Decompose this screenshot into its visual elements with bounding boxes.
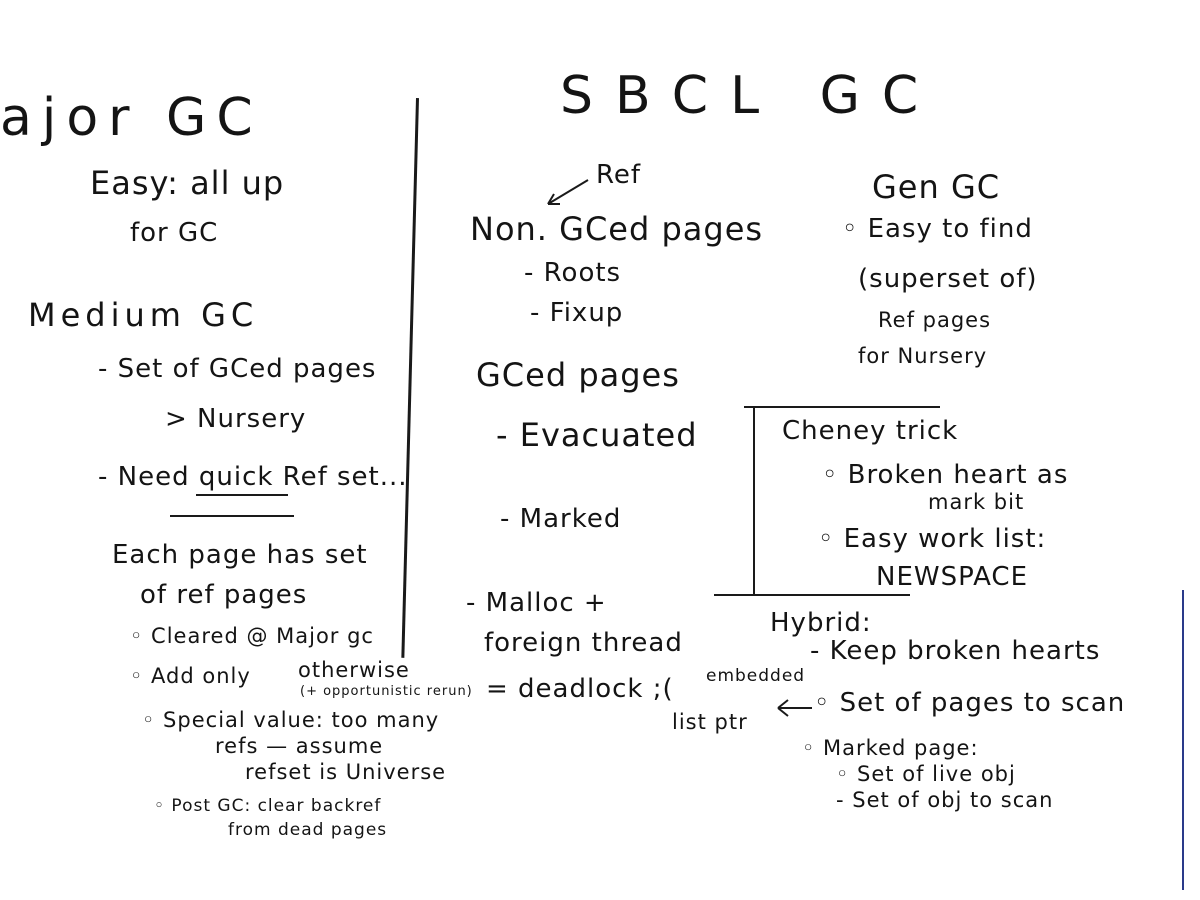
need-quick-refset: - Need quick Ref set... — [98, 462, 408, 492]
easy-to-find: ◦ Easy to find — [842, 214, 1033, 244]
cheney-box-left — [753, 406, 755, 596]
vertical-divider — [401, 98, 419, 658]
easy-work-list: ◦ Easy work list: — [818, 524, 1047, 554]
set-of-live-obj: ◦ Set of live obj — [836, 762, 1016, 786]
mark-bit: mark bit — [928, 490, 1025, 514]
sbcl-gc-title: SBCL GC — [560, 66, 941, 126]
evacuated: - Evacuated — [496, 416, 698, 454]
ref-label: Ref — [596, 160, 642, 190]
otherwise: otherwise — [298, 658, 410, 682]
easy-all-up: Easy: all up — [90, 164, 285, 202]
fixup: - Fixup — [530, 298, 624, 328]
malloc-plus: - Malloc + — [466, 588, 607, 618]
major-gc-heading: ajor GC — [0, 88, 263, 148]
each-page-has-set: Each page has set — [112, 540, 368, 570]
deadlock: = deadlock ;( — [486, 674, 674, 704]
special-value: ◦ Special value: too many — [142, 708, 440, 732]
foreign-thread: foreign thread — [484, 628, 683, 658]
cleared-major-gc: ◦ Cleared @ Major gc — [130, 624, 374, 648]
set-of-gced-pages: - Set of GCed pages — [98, 354, 377, 384]
non-gced-pages: Non. GCed pages — [470, 210, 764, 248]
marked-page: ◦ Marked page: — [802, 736, 979, 760]
add-only: ◦ Add only — [130, 664, 251, 688]
cheney-trick: Cheney trick — [782, 416, 959, 446]
cheney-box-top — [744, 406, 940, 408]
from-dead-pages: from dead pages — [228, 820, 388, 840]
quick-underline — [196, 494, 288, 496]
broken-heart: ◦ Broken heart as — [822, 460, 1069, 490]
refset-universe: refset is Universe — [245, 760, 447, 784]
list-ptr: list ptr — [672, 710, 748, 734]
set-of-pages-to-scan: ◦ Set of pages to scan — [814, 688, 1126, 718]
marked: - Marked — [500, 504, 622, 534]
arrow-icon — [777, 699, 812, 717]
embedded: embedded — [706, 666, 806, 686]
set-of-obj-to-scan: - Set of obj to scan — [836, 788, 1054, 812]
refs-assume: refs — assume — [215, 734, 384, 758]
superset-of: (superset of) — [858, 264, 1038, 294]
for-nursery: for Nursery — [858, 344, 988, 368]
keep-broken-hearts: - Keep broken hearts — [810, 636, 1101, 666]
opportunistic-rerun: (+ opportunistic rerun) — [300, 684, 473, 699]
for-gc: for GC — [130, 218, 219, 248]
gced-pages: GCed pages — [476, 356, 680, 394]
greater-than-nursery: > Nursery — [165, 404, 307, 434]
roots: - Roots — [524, 258, 622, 288]
hybrid: Hybrid: — [770, 608, 872, 638]
arrow-icon — [547, 179, 589, 205]
post-gc: ◦ Post GC: clear backref — [154, 796, 382, 816]
cheney-box-bottom — [714, 594, 910, 596]
gen-gc-heading: Gen GC — [872, 168, 1001, 206]
section-rule — [170, 515, 294, 517]
newspace: NEWSPACE — [876, 562, 1029, 592]
ref-pages: Ref pages — [878, 308, 992, 332]
edge-mark — [1182, 590, 1184, 890]
of-ref-pages: of ref pages — [140, 580, 308, 610]
medium-gc-heading: Medium GC — [28, 296, 259, 334]
